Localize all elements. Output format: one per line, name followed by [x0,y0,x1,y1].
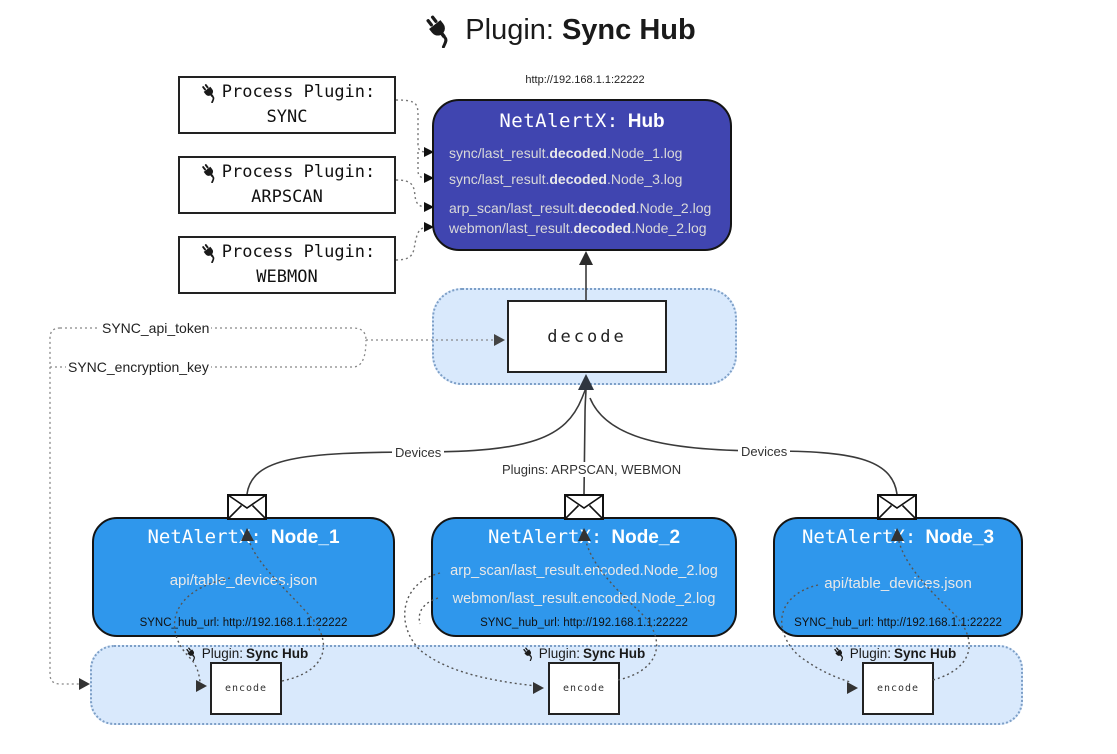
envelope-icon [227,494,267,520]
node-file: arp_scan/last_result.encoded.Node_2.log [450,563,718,579]
hub-input-arrow [424,202,434,212]
hub-title-prefix: NetAlertX: [499,110,619,132]
node-2: NetAlertX:Node_2 arp_scan/last_result.en… [431,517,737,637]
envelope-icon [564,494,604,520]
edges-process-to-hub [395,99,428,261]
plug-icon [832,646,847,661]
process-plugin-label: Process Plugin: [221,162,376,183]
page-title: Plugin: Sync Hub [0,12,1117,48]
arrowhead-into-hub [579,251,593,265]
page-title-prefix: Plugin: [465,13,554,46]
process-plugin-name: ARPSCAN [251,187,323,207]
node-title: NetAlertX:Node_1 [147,526,340,548]
hub-input-arrow [424,147,434,157]
edge-label-plugins: Plugins: ARPSCAN, WEBMON [499,462,681,477]
plug-icon [421,12,457,48]
node-file: api/table_devices.json [169,572,318,589]
node-file: webmon/last_result.encoded.Node_2.log [452,591,716,607]
hub-file-line: arp_scan/last_result.decoded.Node_2.log [449,200,712,216]
process-plugin-name: WEBMON [256,267,318,287]
hub-file-line: sync/last_result.decoded.Node_3.log [449,171,683,187]
process-plugin-label: Process Plugin: [221,242,376,263]
process-plugin-name: SYNC [266,107,308,127]
plug-icon [184,646,199,661]
sync-encryption-key-label: SYNC_encryption_key [66,359,211,375]
edge-nodes-to-decode [246,387,898,495]
page-title-name: Sync Hub [561,13,696,46]
plug-icon [199,162,220,183]
process-plugin-arpscan: Process Plugin: ARPSCAN [178,156,396,214]
envelope-icon [877,494,917,520]
decode-box: decode [507,300,667,373]
encode-box-2: encode [548,662,620,715]
sync-api-token-label: SYNC_api_token [100,320,212,336]
edge-label-devices-right: Devices [738,444,791,459]
hub-title-name: Hub [627,111,665,132]
hub-url: http://192.168.1.1:22222 [525,74,645,86]
hub-file-line: webmon/last_result.decoded.Node_2.log [449,220,707,236]
plug-icon [199,82,220,103]
node-title: NetAlertX:Node_2 [487,526,681,548]
process-plugin-webmon: Process Plugin: WEBMON [178,236,396,294]
node-1: NetAlertX:Node_1 api/table_devices.json … [92,517,395,637]
edge-label-devices-left: Devices [392,445,445,460]
process-plugin-sync: Process Plugin: SYNC [178,76,396,134]
process-plugin-label: Process Plugin: [221,82,376,103]
encode-box-1: encode [210,662,282,715]
hub-input-arrow [424,173,434,183]
encoder-caption-1: Plugin:Sync Hub [176,646,316,661]
node-hub-url: SYNC_hub_url: http://192.168.1.1:22222 [480,617,688,629]
hub-file-line: sync/last_result.decoded.Node_1.log [449,145,683,161]
encoder-caption-2: Plugin:Sync Hub [513,646,653,661]
node-hub-url: SYNC_hub_url: http://192.168.1.1:22222 [794,617,1002,629]
encode-box-3: encode [862,662,934,715]
arrowhead-into-bottom-bar [79,678,90,690]
node-hub-url: SYNC_hub_url: http://192.168.1.1:22222 [139,617,348,629]
node-file: api/table_devices.json [824,575,972,592]
hub-node: NetAlertX: Hub sync/last_result.decoded.N… [432,99,732,251]
node-3: NetAlertX:Node_3 api/table_devices.json … [773,517,1023,637]
node-title: NetAlertX:Node_3 [801,526,995,548]
hub-title: NetAlertX: Hub [434,110,730,133]
encoder-caption-3: Plugin:Sync Hub [824,646,964,661]
plug-icon [521,646,536,661]
hub-input-arrow [424,222,434,232]
plug-icon [199,242,220,263]
